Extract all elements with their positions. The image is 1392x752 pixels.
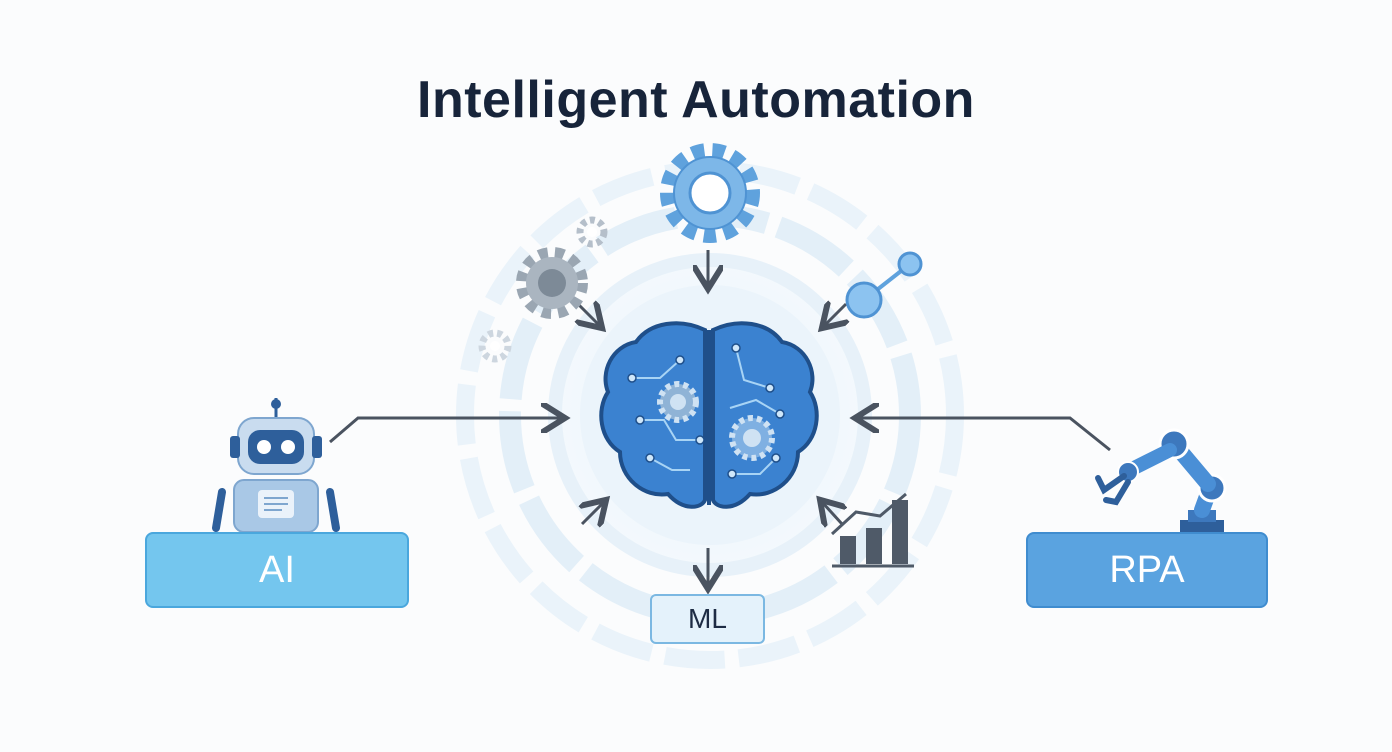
robot-icon <box>212 398 340 533</box>
brain-circuit-icon <box>599 321 819 509</box>
rpa-node: RPA <box>1026 532 1268 608</box>
ai-connector-arrow <box>329 418 562 444</box>
left-gear-arrow <box>578 304 600 326</box>
ml-node: ML <box>650 594 765 644</box>
network-node-icon <box>845 251 923 319</box>
ai-node-label: AI <box>259 548 295 591</box>
ai-node: AI <box>145 532 409 608</box>
left-gear-icon <box>516 247 588 319</box>
connectors <box>329 250 1111 586</box>
node-arrow <box>824 304 846 326</box>
bar-chart-trend-icon <box>830 492 914 568</box>
rpa-node-label: RPA <box>1109 548 1185 591</box>
chart-arrow <box>822 502 842 524</box>
rpa-connector-arrow <box>858 418 1111 452</box>
robotic-arm-icon <box>1095 428 1227 532</box>
small-gear-icon-2 <box>478 329 512 363</box>
diagram-title: Intelligent Automation <box>417 71 975 129</box>
top-gear-icon <box>660 143 760 243</box>
small-gear-icon <box>576 216 608 248</box>
ml-node-label: ML <box>688 603 727 634</box>
lower-left-arrow <box>582 502 604 524</box>
